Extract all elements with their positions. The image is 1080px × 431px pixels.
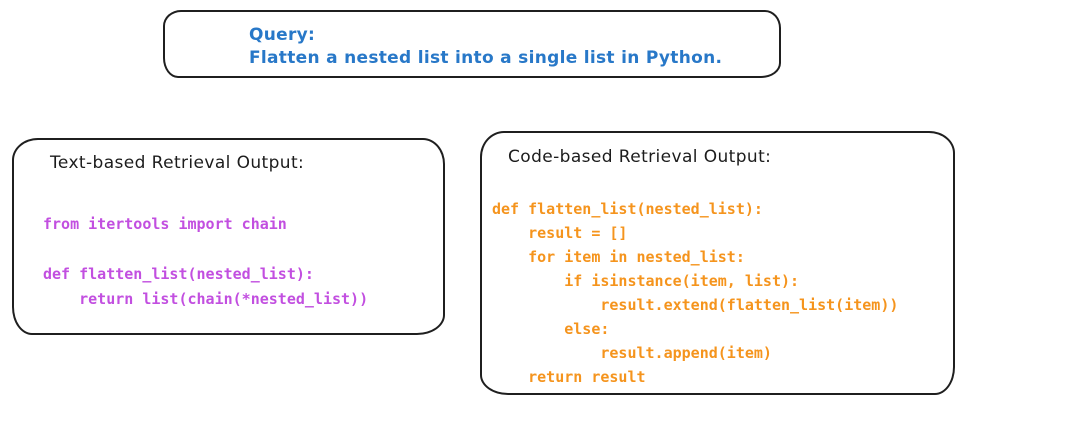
code-based-retrieval-code: def flatten_list(nested_list): result = … bbox=[492, 200, 899, 386]
code-based-retrieval-box: Code-based Retrieval Output: def flatten… bbox=[480, 131, 955, 395]
query-text: Flatten a nested list into a single list… bbox=[249, 48, 723, 68]
text-based-retrieval-title: Text-based Retrieval Output: bbox=[50, 153, 305, 173]
code-based-retrieval-title: Code-based Retrieval Output: bbox=[508, 147, 772, 167]
text-based-retrieval-code: from itertools import chain def flatten_… bbox=[43, 215, 369, 308]
query-box: Query: Flatten a nested list into a sing… bbox=[163, 10, 781, 78]
text-based-retrieval-box: Text-based Retrieval Output: from iterto… bbox=[12, 138, 445, 335]
query-label: Query: bbox=[249, 25, 316, 45]
